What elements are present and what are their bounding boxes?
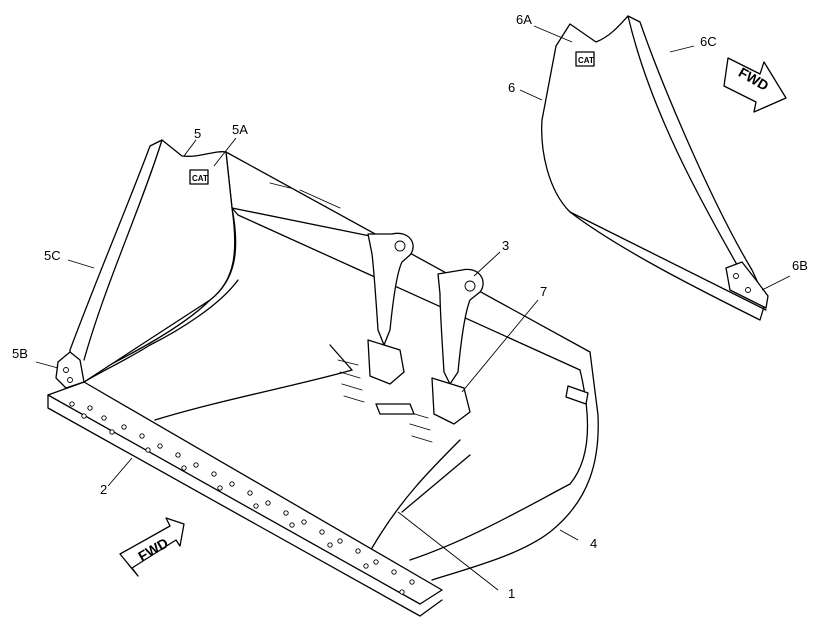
callout-6: 6	[508, 80, 515, 95]
callout-7: 7	[540, 284, 547, 299]
callout-3: 3	[502, 238, 509, 253]
bucket-back-rib	[231, 207, 371, 237]
right-side-plate	[431, 351, 599, 581]
callout-5c: 5C	[44, 248, 61, 263]
fwd-arrow-right: FWD	[723, 57, 787, 113]
callout-6b: 6B	[792, 258, 808, 273]
cutting-edge-holes	[69, 401, 415, 595]
callout-2: 2	[100, 482, 107, 497]
wear-plate-edge-5c	[83, 139, 163, 361]
side-plate-liner-4	[409, 483, 571, 561]
leader-lines	[35, 25, 791, 591]
svg-text:CAT: CAT	[578, 56, 594, 65]
callout-4: 4	[590, 536, 597, 551]
bucket-assembly: CAT	[47, 139, 599, 617]
bucket-floor-curve	[154, 369, 353, 421]
floor-edge-right	[401, 454, 471, 513]
left-side-wear-plate-5	[69, 139, 236, 383]
bucket-back-lower-edge	[231, 207, 581, 371]
detached-side-plate-6: CAT	[541, 15, 769, 321]
fwd-arrow-left: FWD	[119, 517, 185, 577]
callout-5b: 5B	[12, 346, 28, 361]
callout-5a: 5A	[232, 122, 248, 137]
floor-mounts-7	[337, 339, 471, 443]
callout-6c: 6C	[700, 34, 717, 49]
callout-1: 1	[508, 586, 515, 601]
side-plate-bracket-5b	[55, 351, 85, 389]
callout-6a: 6A	[516, 12, 532, 27]
cat-logo-6a: CAT	[575, 51, 595, 67]
cat-logo-5a: CAT	[189, 169, 209, 185]
svg-text:CAT: CAT	[192, 174, 208, 183]
hitch-brackets-3	[367, 232, 484, 385]
right-side-slot	[565, 385, 589, 405]
callout-5: 5	[194, 126, 201, 141]
